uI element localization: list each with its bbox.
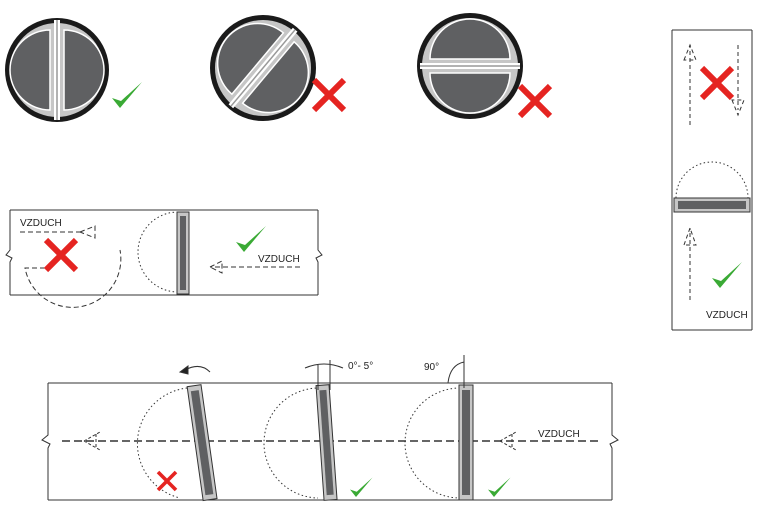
cross-icon (702, 68, 732, 98)
duct-angle-comparison (41, 355, 619, 502)
cross-icon (520, 86, 550, 116)
cross-icon (156, 470, 178, 492)
angle-label: 90° (424, 362, 439, 373)
check-icon (350, 477, 373, 497)
check-icon (112, 82, 142, 108)
air-label: VZDUCH (258, 254, 300, 265)
damper-front-horizontal (417, 13, 523, 119)
damper-front-diagonal (210, 15, 316, 121)
damper-front-vertical (5, 18, 109, 122)
duct-vertical-side (671, 29, 753, 331)
cross-icon (46, 240, 76, 270)
air-label: VZDUCH (20, 218, 62, 229)
check-icon (488, 477, 511, 497)
check-icon (712, 262, 742, 288)
angle-tolerance-label: 0°- 5° (348, 361, 373, 372)
air-label: VZDUCH (706, 310, 748, 321)
cross-icon (314, 80, 344, 110)
duct-horizontal-side (5, 209, 323, 308)
check-icon (236, 226, 266, 252)
air-label: VZDUCH (538, 429, 580, 440)
